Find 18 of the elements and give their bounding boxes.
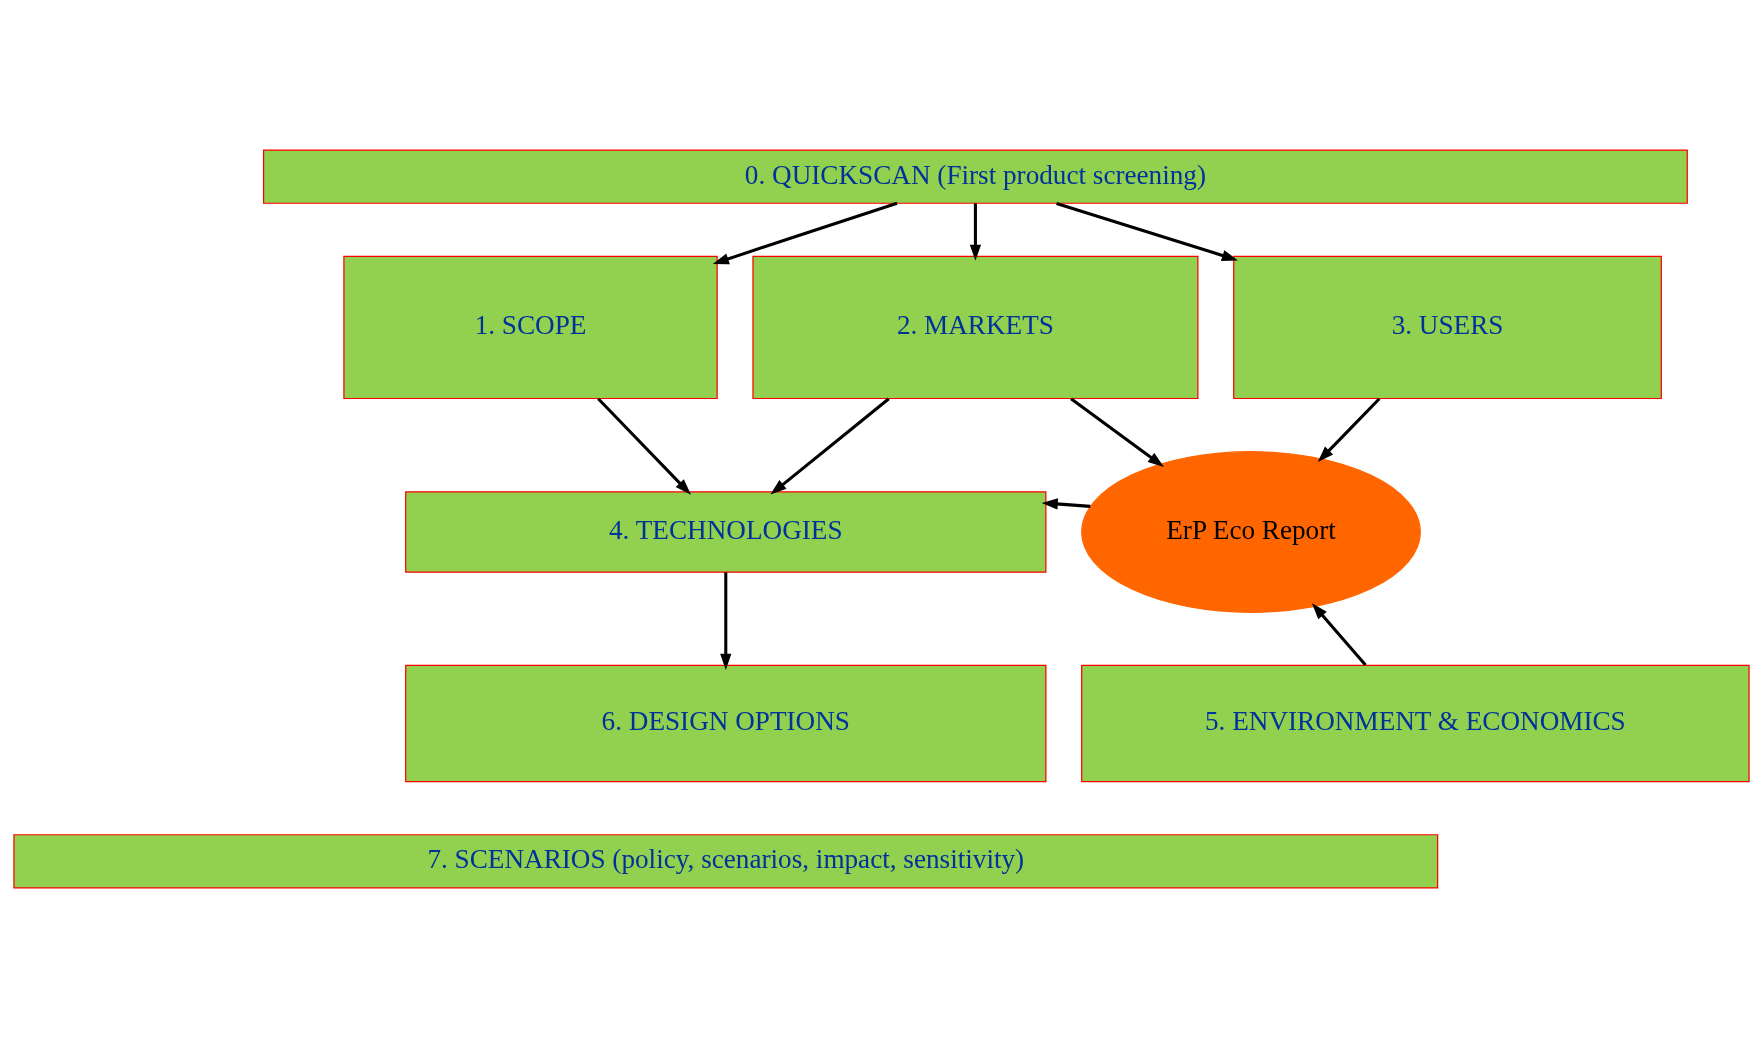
node-box: 4. TECHNOLOGIES (404, 491, 1046, 573)
arrow (719, 572, 731, 670)
arrow (1055, 201, 1238, 261)
node-box: 1. SCOPE (342, 255, 718, 400)
arrow (596, 397, 691, 495)
node-box: 3. USERS (1232, 255, 1662, 400)
node-box: 2. MARKETS (751, 255, 1198, 400)
arrow (1311, 603, 1367, 666)
arrow (1317, 397, 1380, 463)
arrow (712, 201, 898, 265)
arrow (1069, 397, 1164, 467)
node-box: 7. SCENARIOS (policy, scenarios, impact, sensitivity) (12, 834, 1438, 889)
node-box: 5. ENVIRONMENT & ECONOMICS (1080, 664, 1750, 783)
arrow (1041, 498, 1090, 510)
arrow (769, 397, 890, 495)
node-box: 0. QUICKSCAN (First product screening) (262, 149, 1688, 204)
node-box: 6. DESIGN OPTIONS (404, 664, 1046, 783)
arrow (969, 203, 981, 261)
